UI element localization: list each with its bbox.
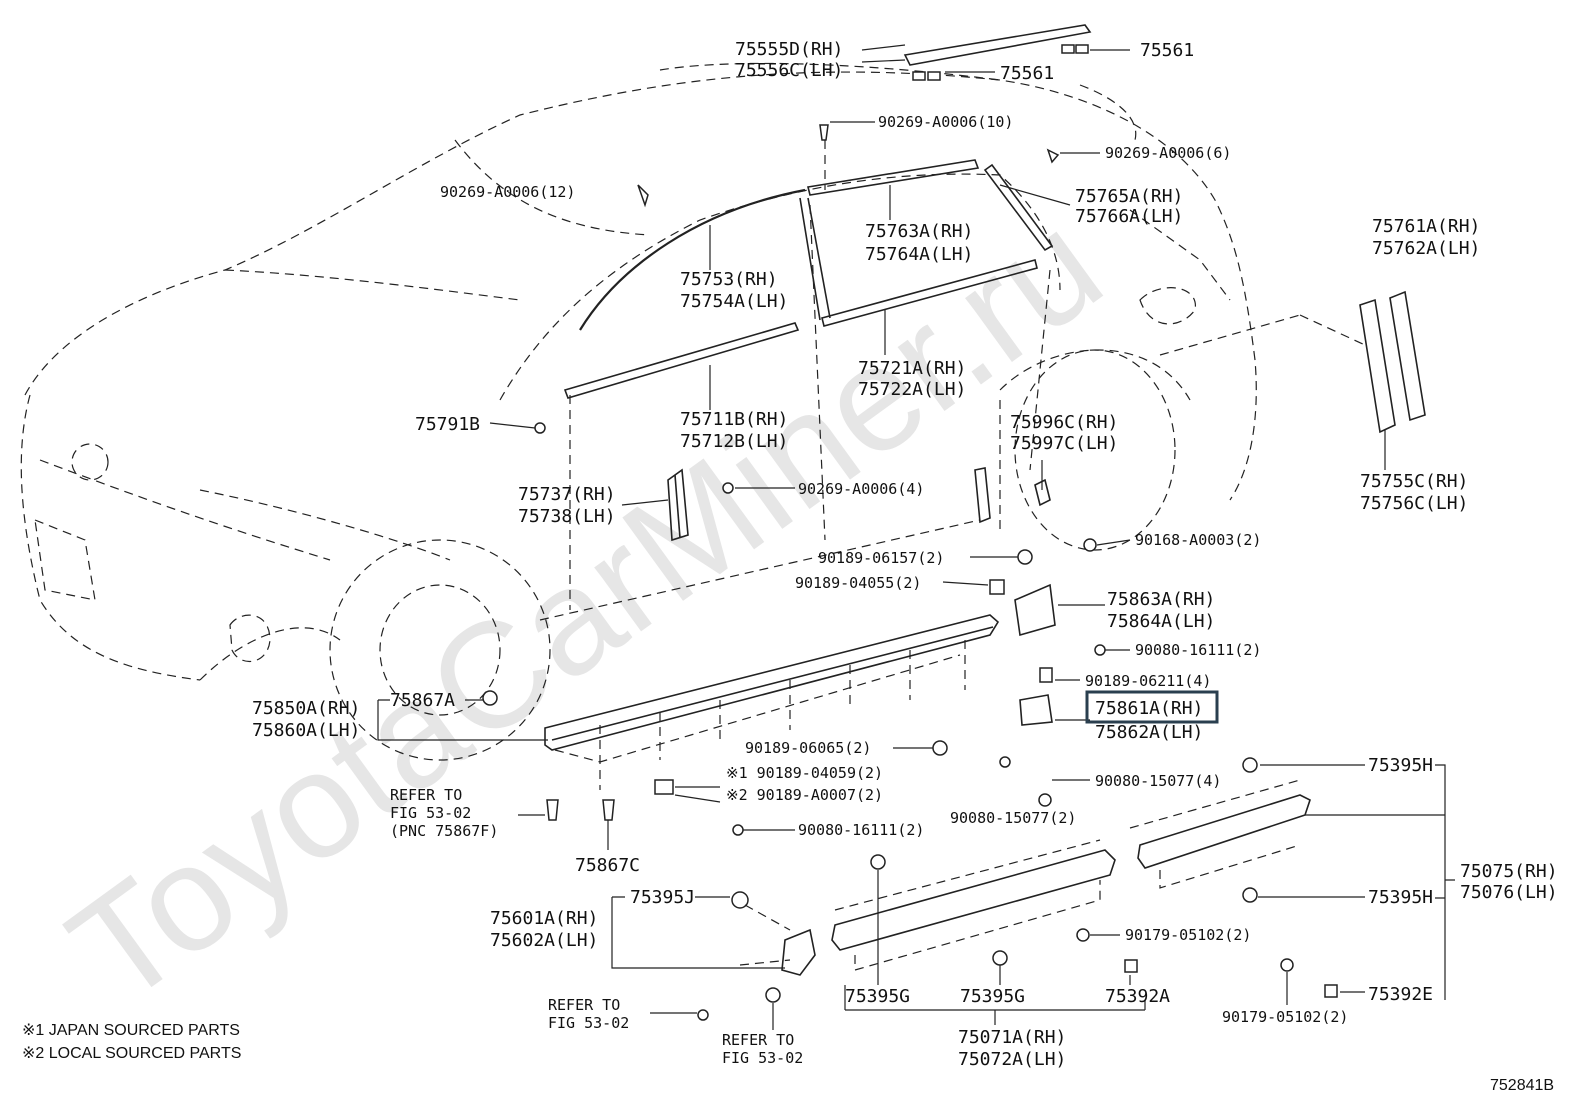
label-75867A: 75867A: [390, 690, 455, 711]
label-75753: 75753(RH): [680, 269, 778, 290]
label-refer-to-1b: FIG 53-02: [390, 804, 471, 822]
part-labels: 75555D(RH) 75556C(LH) 75561 75561 90269-…: [252, 39, 1558, 1070]
label-75722A: 75722A(LH): [858, 379, 966, 400]
label-75072A: 75072A(LH): [958, 1049, 1066, 1070]
label-75864A: 75864A(LH): [1107, 611, 1215, 632]
label-90269-12: 90269-A0006(12): [440, 183, 575, 201]
roof-rail-moulding: [903, 24, 1092, 66]
label-75861A: 75861A(RH): [1095, 698, 1203, 719]
label-90080-15077-b: 90080-15077(2): [950, 809, 1076, 827]
note-japan-sourced: ※1 JAPAN SOURCED PARTS: [22, 1022, 240, 1039]
label-75754A: 75754A(LH): [680, 291, 788, 312]
label-75756C: 75756C(LH): [1360, 493, 1468, 514]
label-90168-A0003: 90168-A0003(2): [1135, 531, 1261, 549]
label-90189-04055: 90189-04055(2): [795, 574, 921, 592]
label-75395H-mid: 75395H: [1368, 887, 1433, 908]
label-75395G-a: 75395G: [845, 986, 910, 1007]
label-75712B: 75712B(LH): [680, 431, 788, 452]
label-90080-16111-b: 90080-16111(2): [798, 821, 924, 839]
label-75392E: 75392E: [1368, 984, 1433, 1005]
vehicle-outline: [20, 62, 1257, 761]
door-pillar-garnish: [667, 467, 1051, 542]
label-75555D: 75555D(RH): [735, 39, 843, 60]
label-75738: 75738(LH): [518, 506, 616, 527]
label-90080-16111-a: 90080-16111(2): [1135, 641, 1261, 659]
mudguard-front: [739, 928, 816, 976]
label-refer-to-3a: REFER TO: [722, 1031, 794, 1049]
label-75071A: 75071A(RH): [958, 1027, 1066, 1048]
label-75395H-top: 75395H: [1368, 755, 1433, 776]
label-90189-06157: 90189-06157(2): [818, 549, 944, 567]
label-refer-to-1c: (PNC 75867F): [390, 822, 498, 840]
label-refer-to-2b: FIG 53-02: [548, 1014, 629, 1032]
label-75556C: 75556C(LH): [735, 60, 843, 81]
note-local-sourced: ※2 LOCAL SOURCED PARTS: [22, 1045, 241, 1062]
figure-id: 752841B: [1490, 1077, 1554, 1094]
label-75765A: 75765A(RH): [1075, 186, 1183, 207]
label-75791B: 75791B: [415, 414, 480, 435]
label-90269-10: 90269-A0006(10): [878, 113, 1013, 131]
label-75076: 75076(LH): [1460, 882, 1558, 903]
label-75075: 75075(RH): [1460, 861, 1558, 882]
label-90269-4: 90269-A0006(4): [798, 480, 924, 498]
label-75602A: 75602A(LH): [490, 930, 598, 951]
label-75863A: 75863A(RH): [1107, 589, 1215, 610]
label-75763A: 75763A(RH): [865, 221, 973, 242]
label-75764A: 75764A(LH): [865, 244, 973, 265]
label-75997C: 75997C(LH): [1010, 433, 1118, 454]
label-75762A: 75762A(LH): [1372, 238, 1480, 259]
label-90080-15077-a: 90080-15077(4): [1095, 772, 1221, 790]
label-75395J: 75395J: [630, 887, 695, 908]
label-75392A: 75392A: [1105, 986, 1170, 1007]
label-75860A: 75860A(LH): [252, 720, 360, 741]
label-refer-to-2a: REFER TO: [548, 996, 620, 1014]
highlight-box: [1085, 690, 1219, 724]
label-75755C: 75755C(RH): [1360, 471, 1468, 492]
window-frame-mouldings: [563, 159, 1054, 399]
rocker-brackets: [1014, 583, 1056, 726]
label-75721A: 75721A(RH): [858, 358, 966, 379]
label-refer-to-1a: REFER TO: [390, 786, 462, 804]
label-refer-to-3b: FIG 53-02: [722, 1049, 803, 1067]
label-90189-06065: 90189-06065(2): [745, 739, 871, 757]
label-note2-part: ※2 90189-A0007(2): [726, 786, 883, 804]
label-75561-mid: 75561: [1000, 63, 1054, 84]
label-75561-top: 75561: [1140, 40, 1194, 61]
label-90179-05102-a: 90179-05102(2): [1125, 926, 1251, 944]
label-75737: 75737(RH): [518, 484, 616, 505]
fasteners: [482, 124, 1338, 1021]
leader-lines: [377, 44, 1455, 1030]
label-75711B: 75711B(RH): [680, 409, 788, 430]
label-75862A: 75862A(LH): [1095, 722, 1203, 743]
label-90179-05102-b: 90179-05102(2): [1222, 1008, 1348, 1026]
label-90269-6: 90269-A0006(6): [1105, 144, 1231, 162]
label-75996C: 75996C(RH): [1010, 412, 1118, 433]
label-note1-part: ※1 90189-04059(2): [726, 764, 883, 782]
label-90189-06211: 90189-06211(4): [1085, 672, 1211, 690]
label-75601A: 75601A(RH): [490, 908, 598, 929]
label-75761A: 75761A(RH): [1372, 216, 1480, 237]
label-75766A: 75766A(LH): [1075, 206, 1183, 227]
label-75867C: 75867C: [575, 855, 640, 876]
rocker-panel-moulding: [544, 614, 1000, 790]
roof-clips: [912, 44, 1089, 81]
rear-quarter-garnish: [1359, 290, 1426, 434]
label-75395G-b: 75395G: [960, 986, 1025, 1007]
label-75850A: 75850A(RH): [252, 698, 360, 719]
